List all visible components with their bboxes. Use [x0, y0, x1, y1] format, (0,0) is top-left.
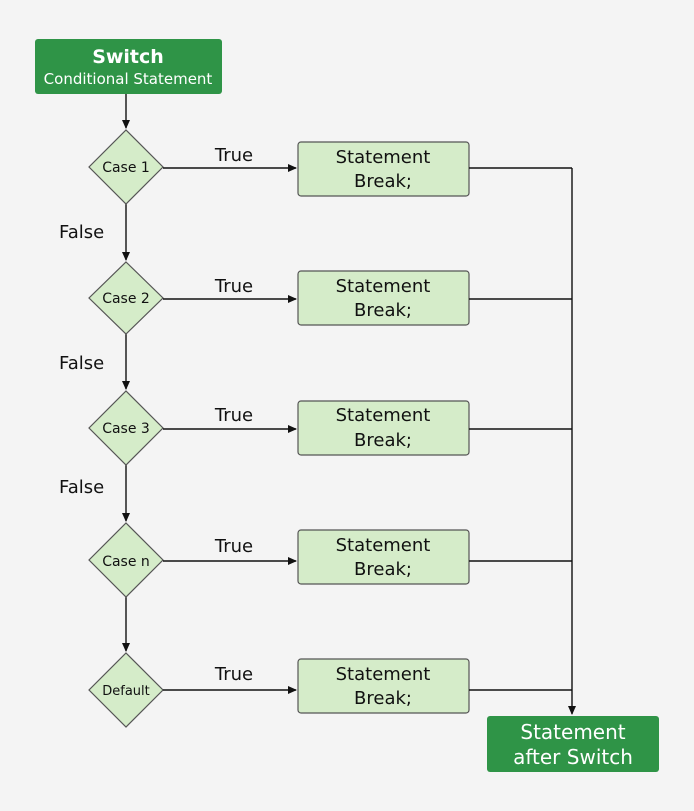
false-label: False [59, 477, 104, 498]
true-label: True [214, 145, 253, 166]
case-label: Default [102, 684, 150, 699]
statement-line1: Statement [336, 535, 431, 556]
true-label: True [214, 536, 253, 557]
case-row: Case 1 True Statement Break; [88, 129, 572, 205]
decision-diamond [88, 261, 164, 335]
end-line1: Statement [520, 720, 625, 744]
statement-box [297, 529, 470, 585]
case-label: Case 3 [102, 421, 150, 437]
false-label: False [59, 222, 104, 243]
case-label: Case 2 [102, 291, 150, 307]
statement-line1: Statement [336, 664, 431, 685]
end-line2: after Switch [513, 745, 633, 769]
statement-line2: Break; [354, 300, 412, 321]
statement-line2: Break; [354, 171, 412, 192]
statement-box [297, 141, 470, 197]
true-label: True [214, 664, 253, 685]
statement-box [297, 270, 470, 326]
statement-box [297, 400, 470, 456]
case-row: Default True Statement Break; [88, 652, 572, 728]
false-label: False [59, 353, 104, 374]
start-title: Switch [92, 46, 164, 68]
statement-line1: Statement [336, 405, 431, 426]
start-node: Switch Conditional Statement [35, 39, 222, 94]
statement-box [297, 658, 470, 714]
true-label: True [214, 276, 253, 297]
case-row: Case n True Statement Break; [88, 522, 572, 598]
statement-line2: Break; [354, 559, 412, 580]
statement-line2: Break; [354, 688, 412, 709]
end-node: Statement after Switch [487, 716, 659, 772]
decision-diamond [88, 129, 164, 205]
statement-line1: Statement [336, 147, 431, 168]
case-label: Case 1 [102, 160, 150, 176]
start-subtitle: Conditional Statement [44, 70, 213, 88]
decision-diamond [88, 390, 164, 466]
true-label: True [214, 405, 253, 426]
case-row: Case 3 True Statement Break; [88, 390, 572, 466]
case-row: Case 2 True Statement Break; [88, 261, 572, 335]
statement-line1: Statement [336, 276, 431, 297]
case-label: Case n [102, 554, 150, 570]
decision-diamond [88, 522, 164, 598]
decision-diamond [88, 652, 164, 728]
statement-line2: Break; [354, 430, 412, 451]
